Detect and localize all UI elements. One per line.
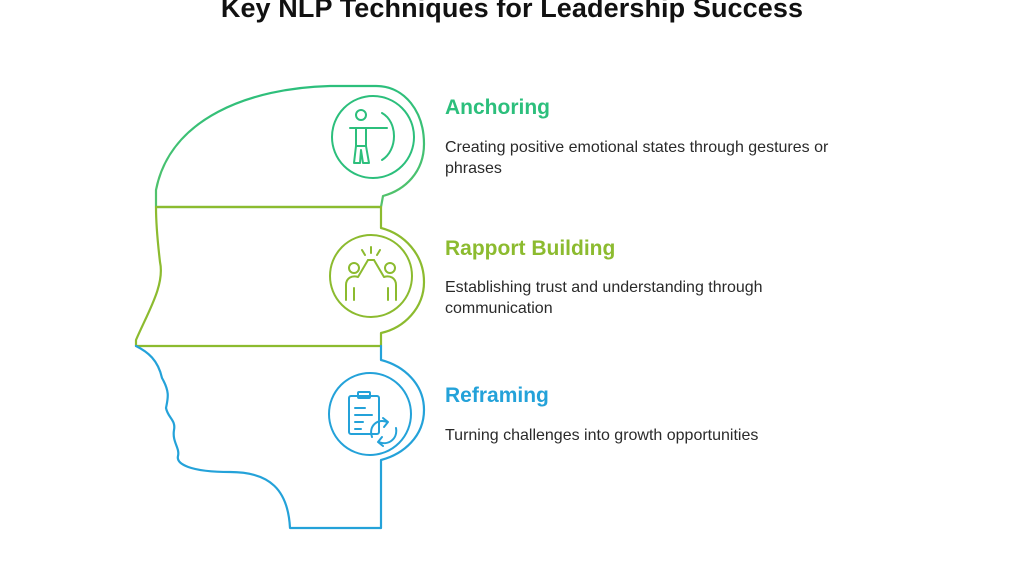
section-description: Creating positive emotional states throu…: [445, 139, 829, 177]
high-five-icon: [329, 234, 413, 318]
page-title: Key NLP Techniques for Leadership Succes…: [220, 0, 804, 23]
head-top-segment: [154, 84, 426, 209]
section-rapport-building: Rapport Building Establishing trust and …: [445, 236, 885, 319]
section-reframing: Reframing Turning challenges into growth…: [445, 383, 885, 446]
archer-icon: [331, 95, 415, 179]
section-anchoring: Anchoring Creating positive emotional st…: [445, 95, 885, 179]
clipboard-refresh-icon: [328, 372, 412, 456]
section-description: Establishing trust and understanding thr…: [445, 279, 763, 317]
section-heading: Anchoring: [445, 96, 550, 119]
section-heading: Reframing: [445, 384, 549, 407]
section-description: Turning challenges into growth opportuni…: [445, 427, 759, 444]
section-heading: Rapport Building: [445, 237, 616, 260]
head-bottom-segment: [134, 344, 426, 530]
head-middle-segment: [134, 205, 426, 348]
